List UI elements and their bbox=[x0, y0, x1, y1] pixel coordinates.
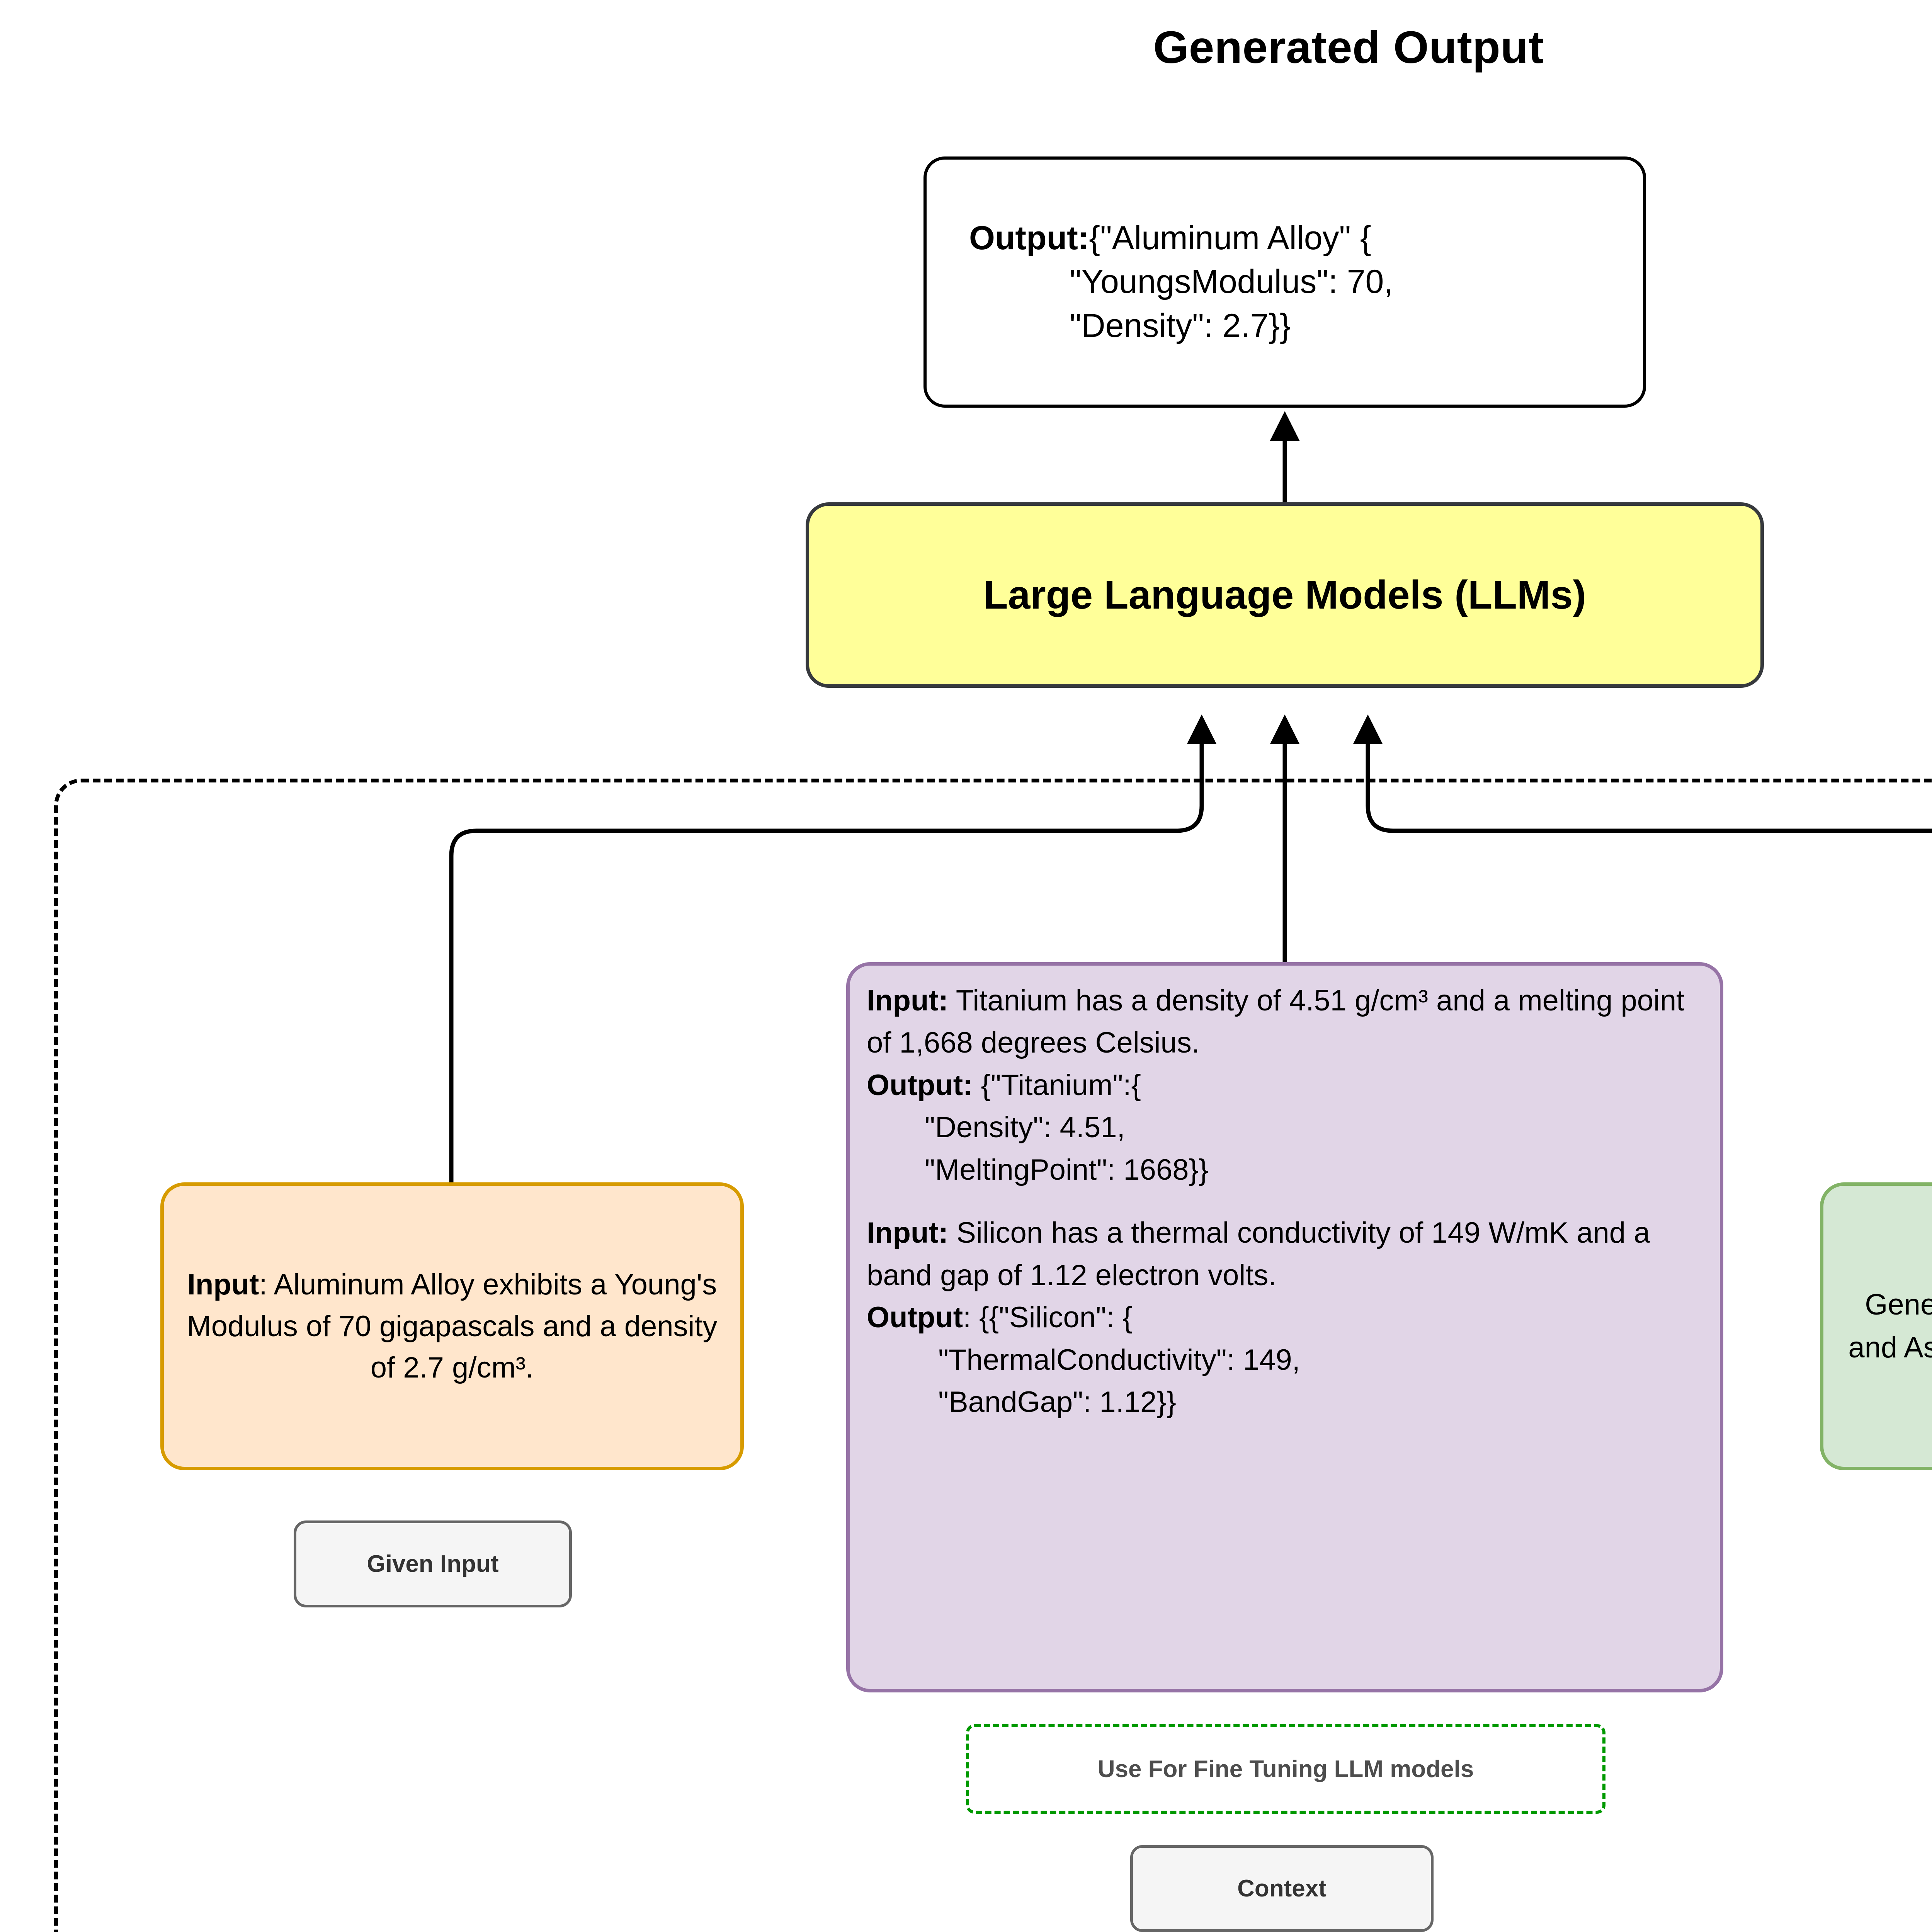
output-line-2: "Density": 2.7}} bbox=[1070, 307, 1291, 344]
prompt-design-text: Generate Key-Value Pairs with Name and A… bbox=[1848, 1288, 1932, 1364]
example1-input-label: Input: bbox=[867, 984, 949, 1017]
example1-output-line-0: "Density": 4.51, bbox=[925, 1111, 1125, 1144]
context-spacer bbox=[867, 1191, 1703, 1212]
example1-output-line-1: "MeltingPoint": 1668}} bbox=[925, 1153, 1209, 1186]
example2-input-text: Silicon has a thermal conductivity of 14… bbox=[867, 1216, 1650, 1292]
generated-output-box: Output:{"Aluminum Alloy" { "YoungsModulu… bbox=[923, 156, 1646, 408]
example2-output-head: : {{"Silicon": { bbox=[963, 1301, 1133, 1334]
given-input-label: Input bbox=[187, 1268, 259, 1301]
example2-output-line-1: "BandGap": 1.12}} bbox=[938, 1385, 1177, 1418]
example2-input-label: Input: bbox=[867, 1216, 949, 1250]
output-line-1: "YoungsModulus": 70, bbox=[1070, 263, 1393, 301]
page-title: Generated Output bbox=[1153, 22, 1544, 73]
large-language-models-box[interactable]: Large Language Models (LLMs) bbox=[806, 502, 1764, 688]
prompt-design-box: Generate Key-Value Pairs with Name and A… bbox=[1820, 1182, 1932, 1470]
given-input-box: Input: Aluminum Alloy exhibits a Young's… bbox=[160, 1182, 744, 1470]
example2-output-line-0: "ThermalConductivity": 149, bbox=[938, 1343, 1300, 1376]
output-line-0: {"Aluminum Alloy" { bbox=[1089, 219, 1371, 257]
output-label: Output: bbox=[969, 219, 1089, 257]
context-examples-box: Input: Titanium has a density of 4.51 g/… bbox=[846, 962, 1723, 1692]
example1-output-head: {"Titanium":{ bbox=[973, 1068, 1141, 1102]
prompt-engineering-container bbox=[54, 779, 1932, 1932]
example1-output-label: Output: bbox=[867, 1068, 973, 1102]
chip-fine-tuning-note: Use For Fine Tuning LLM models bbox=[966, 1724, 1605, 1814]
example2-output-label: Output bbox=[867, 1301, 963, 1334]
example1-input-text: Titanium has a density of 4.51 g/cm³ and… bbox=[867, 984, 1685, 1060]
given-input-text: : Aluminum Alloy exhibits a Young's Modu… bbox=[187, 1268, 718, 1384]
llm-label: Large Language Models (LLMs) bbox=[983, 572, 1587, 617]
chip-context: Context bbox=[1130, 1845, 1434, 1932]
chip-given-input: Given Input bbox=[294, 1520, 572, 1607]
